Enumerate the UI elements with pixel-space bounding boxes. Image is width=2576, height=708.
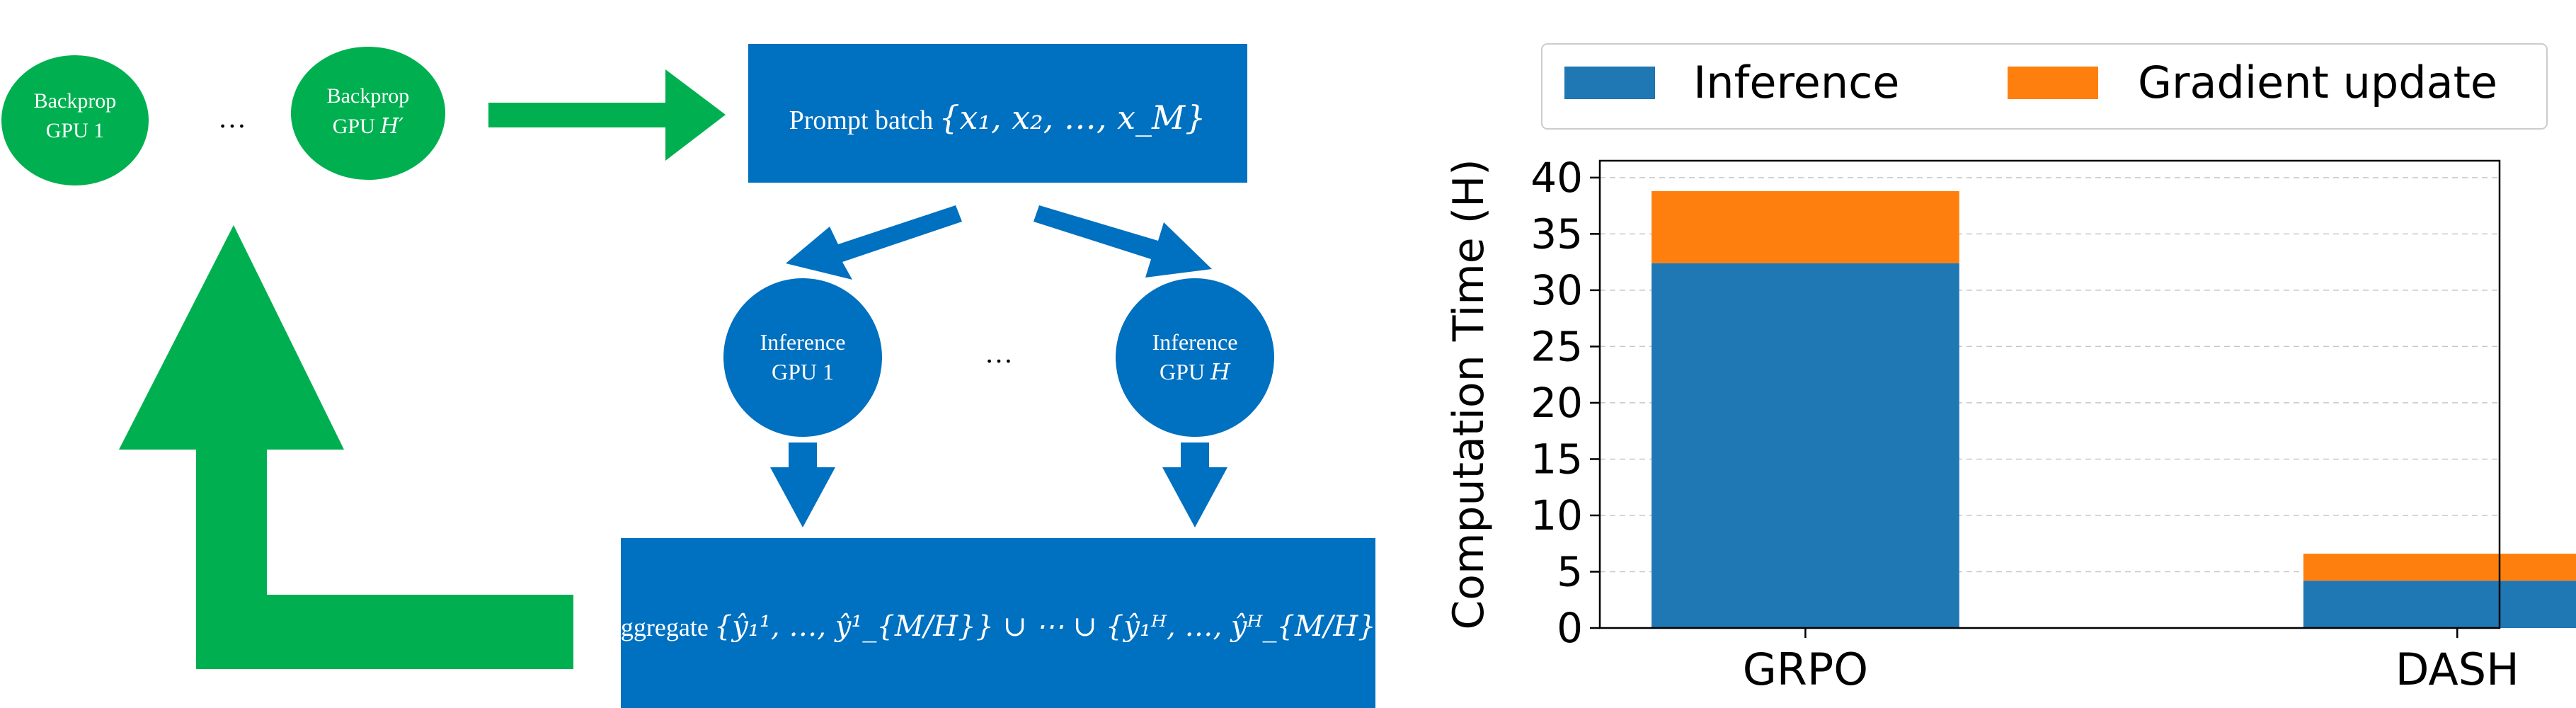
bar-dash-inference <box>2303 581 2576 628</box>
bar-grpo-inference <box>1651 263 1959 628</box>
prompt-batch-box: Prompt batch{x₁, x₂, …, x_M} <box>748 44 1247 183</box>
y-ticks: 0 5 10 15 20 25 30 35 40 <box>1530 154 1600 652</box>
inference-gpu-h-prefix: GPU <box>1160 359 1210 384</box>
backprop-gpu-h-prefix: GPU <box>333 115 381 138</box>
y-tick-label-20: 20 <box>1530 379 1583 427</box>
backprop-gpu-h-var: H′ <box>379 114 403 139</box>
x-tick-label-dash: DASH <box>2395 644 2519 695</box>
inference-ellipsis: … <box>985 337 1013 369</box>
backprop-gpu-1-circle <box>1 55 149 185</box>
prompt-batch-set: {x₁, x₂, …, x_M} <box>939 98 1206 137</box>
legend: Inference Gradient update <box>1541 43 2548 130</box>
aggregate-label: Aggregate <box>602 613 709 641</box>
inference-gpu-h-node: Inference GPU H <box>1116 278 1274 437</box>
x-tick-label-grpo: GRPO <box>1743 644 1868 695</box>
inference-gpu-h-circle <box>1116 278 1274 437</box>
aggregate-expr: {ŷ₁¹, …, ŷ¹_{M/H}} ∪ ⋯ ∪ {ŷ₁ᴴ, …, ŷᴴ_{M/… <box>714 610 1394 643</box>
arrow-to-inference-h <box>1034 205 1212 278</box>
backprop-gpu-1-line2: GPU 1 <box>46 119 105 142</box>
y-tick-label-35: 35 <box>1530 210 1583 258</box>
diagram: Backprop GPU 1 … Backprop GPU H′ Prompt … <box>1 44 1394 708</box>
backprop-gpu-1-node: Backprop GPU 1 <box>1 55 149 185</box>
backprop-gpu-h-circle <box>291 47 445 180</box>
prompt-batch-text: Prompt batch{x₁, x₂, …, x_M} <box>789 98 1206 137</box>
inference-gpu-h-line1: Inference <box>1152 329 1238 355</box>
legend-entry-inference: Inference <box>1564 57 1899 108</box>
aggregate-text: Aggregate{ŷ₁¹, …, ŷ¹_{M/H}} ∪ ⋯ ∪ {ŷ₁ᴴ, … <box>602 610 1394 643</box>
backprop-gpu-h-line1: Backprop <box>327 84 410 108</box>
y-tick-label-0: 0 <box>1557 604 1583 652</box>
arrow-to-inference-1 <box>786 205 962 280</box>
bar-grpo-gradient-update <box>1651 190 1959 263</box>
arrow-to-prompt-batch <box>488 69 726 161</box>
legend-label-inference: Inference <box>1693 57 1899 108</box>
legend-swatch-gradient-update <box>2008 67 2098 99</box>
arrow-back-to-backprop <box>119 225 573 669</box>
backprop-gpu-1-line1: Backprop <box>34 89 117 113</box>
legend-swatch-inference <box>1564 67 1655 99</box>
y-tick-label-30: 30 <box>1530 266 1583 314</box>
bar-dash-gradient-update <box>2303 554 2576 581</box>
aggregate-rect <box>621 538 1375 708</box>
y-tick-label-5: 5 <box>1557 547 1583 595</box>
prompt-batch-label: Prompt batch <box>789 105 934 135</box>
backprop-gpu-h-node: Backprop GPU H′ <box>291 47 445 180</box>
backprop-gpu-h-line2: GPU H′ <box>333 114 404 139</box>
x-ticks: GRPO DASH <box>1743 628 2519 695</box>
inference-gpu-1-line2: GPU 1 <box>772 359 834 384</box>
inference-gpu-1-line1: Inference <box>760 329 846 355</box>
y-tick-label-40: 40 <box>1530 154 1583 202</box>
y-tick-label-10: 10 <box>1530 491 1583 539</box>
inference-gpu-h-line2: GPU H <box>1160 358 1231 385</box>
y-tick-label-15: 15 <box>1530 435 1583 483</box>
legend-label-gradient-update: Gradient update <box>2138 57 2497 108</box>
plot-frame <box>1598 159 2501 629</box>
stacked-bar-chart: 0 5 10 15 20 25 30 35 40 GRPO DASH Computation Ti… <box>1444 43 2576 695</box>
aggregate-box: Aggregate{ŷ₁¹, …, ŷ¹_{M/H}} ∪ ⋯ ∪ {ŷ₁ᴴ, … <box>602 538 1394 708</box>
inference-gpu-1-circle <box>723 278 882 437</box>
arrow-inference-h-to-aggregate <box>1162 442 1227 527</box>
arrow-inference-1-to-aggregate <box>770 442 835 527</box>
y-tick-label-25: 25 <box>1530 322 1583 370</box>
bars <box>1651 190 2576 628</box>
legend-entry-gradient-update: Gradient update <box>2008 57 2497 108</box>
inference-gpu-1-node: Inference GPU 1 <box>723 278 882 437</box>
prompt-batch-rect <box>748 44 1247 183</box>
y-axis-label: Computation Time (H) <box>1444 159 1494 629</box>
backprop-ellipsis: … <box>218 102 246 134</box>
inference-gpu-h-var: H <box>1210 358 1231 385</box>
